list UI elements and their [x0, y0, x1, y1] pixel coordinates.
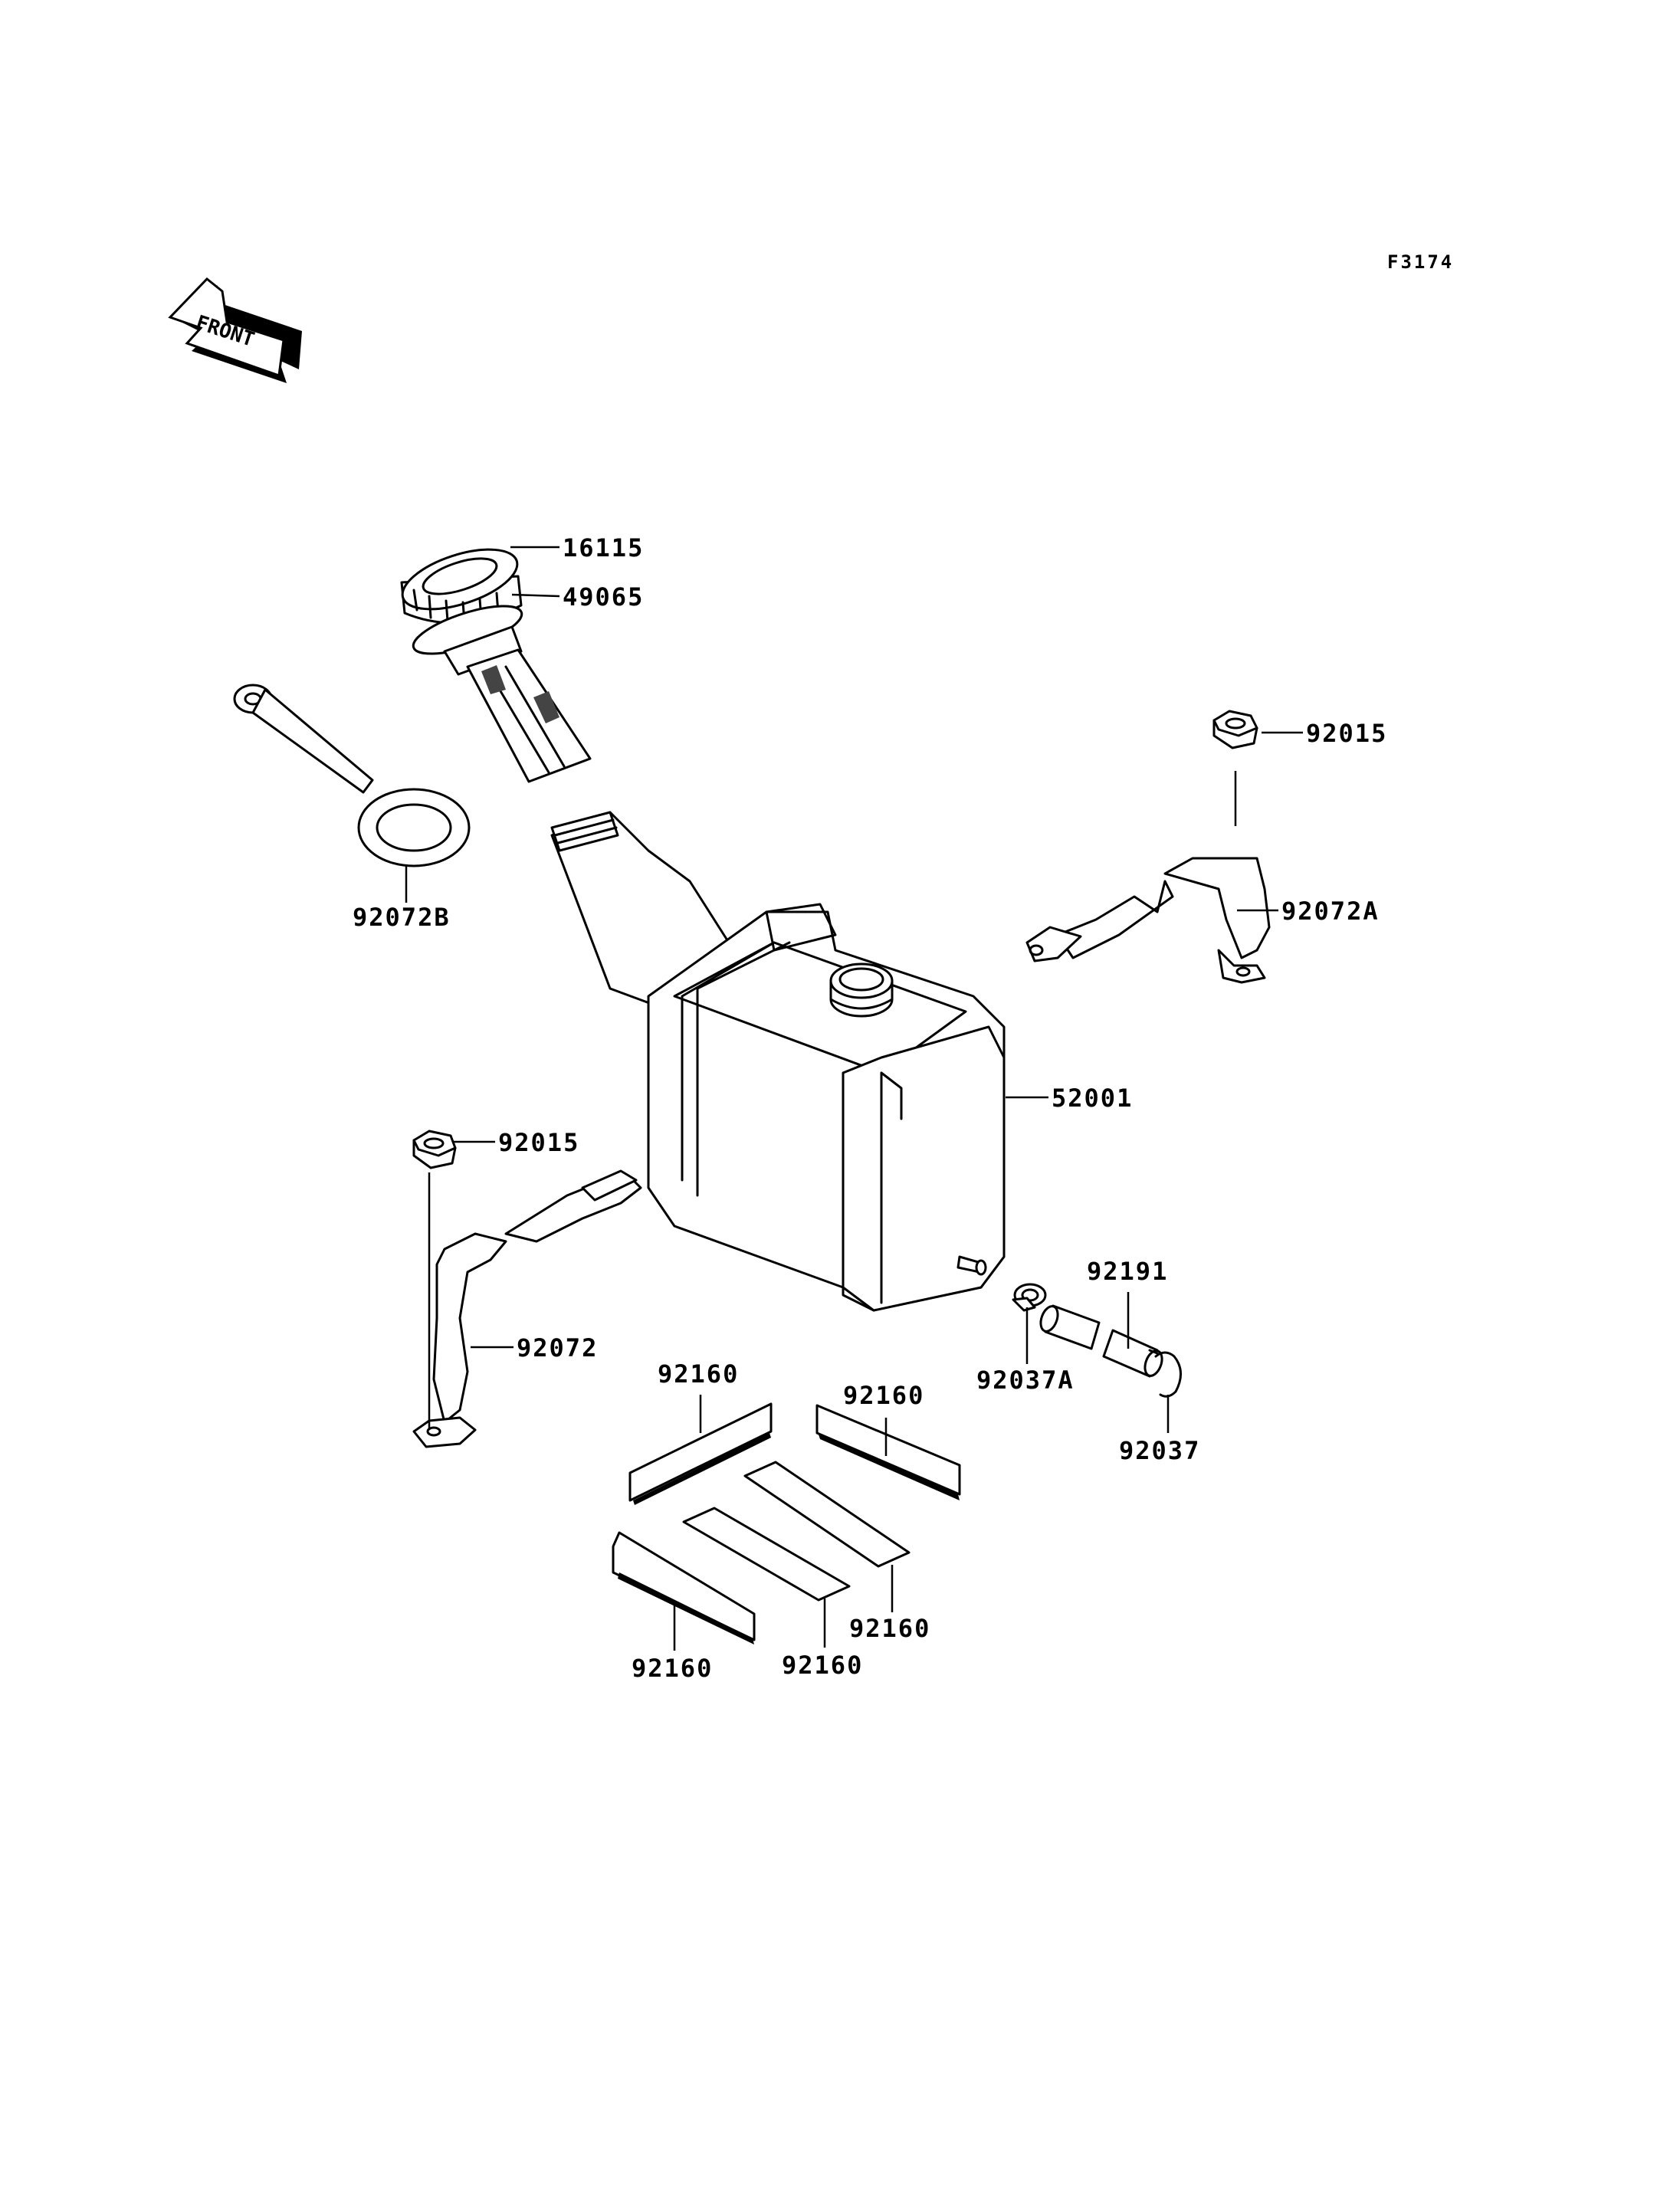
callout-92015-right: 92015	[1306, 719, 1387, 748]
pad-2-part	[815, 1404, 961, 1500]
callout-16115: 16115	[563, 533, 644, 562]
callout-92160-1: 92160	[658, 1359, 739, 1389]
pad-5-part	[612, 1531, 756, 1644]
callout-92160-2: 92160	[843, 1381, 924, 1410]
callout-92160-4: 92160	[782, 1651, 863, 1680]
pad-4-part	[682, 1507, 851, 1602]
callout-92072: 92072	[517, 1333, 598, 1362]
callout-49065: 49065	[563, 582, 644, 612]
fuel-filter-part	[412, 605, 592, 783]
callout-92015-left: 92015	[498, 1128, 579, 1157]
callout-52001: 52001	[1052, 1084, 1133, 1113]
hose-part	[1039, 1304, 1163, 1378]
band-left-part	[412, 1169, 642, 1448]
nut-right-part	[1212, 710, 1258, 749]
callout-92072b: 92072B	[353, 903, 451, 932]
leader-lines	[405, 546, 1303, 1651]
callout-92037: 92037	[1119, 1436, 1200, 1465]
pad-1-part	[628, 1402, 773, 1505]
callout-92072a: 92072A	[1281, 897, 1380, 926]
fuel-tank-part	[550, 811, 1006, 1312]
fuel-cap-part	[400, 548, 523, 625]
pad-3-part	[743, 1461, 911, 1568]
strap-ring-part	[233, 684, 471, 867]
callout-92160-3: 92160	[849, 1614, 930, 1643]
reference-code: F3174	[1387, 251, 1454, 273]
callout-92191: 92191	[1087, 1257, 1168, 1286]
clamp-a-part	[1012, 1283, 1047, 1312]
callout-92160-5: 92160	[632, 1654, 713, 1683]
callout-92037a: 92037A	[976, 1366, 1075, 1395]
front-arrow-icon: FRONT	[168, 277, 302, 383]
band-right-part	[1025, 857, 1271, 984]
nut-left-part	[412, 1130, 457, 1169]
